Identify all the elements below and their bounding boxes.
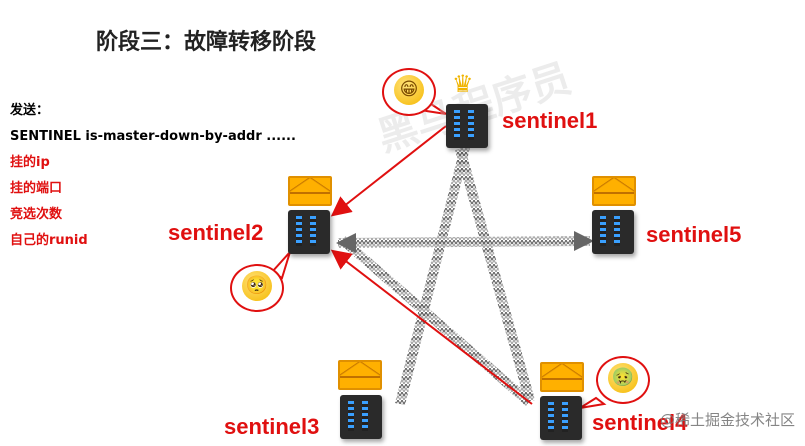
field-epoch: 竞选次数 [10, 207, 63, 222]
nauseated-face-icon: 🤢 [608, 363, 638, 393]
bubble-tail-s4 [579, 396, 607, 409]
server-icon-s3 [340, 395, 382, 439]
grinning-face-icon: 😁 [394, 75, 424, 105]
command-text: SENTINEL is-master-down-by-addr ...... [10, 129, 296, 144]
server-icon-s1 [446, 104, 488, 148]
sentinel2-label: sentinel2 [168, 220, 264, 245]
envelope-icon [540, 362, 584, 392]
sentinel5-label: sentinel5 [646, 222, 742, 247]
link-s1-s3 [395, 148, 470, 405]
link-s2-s4 [340, 236, 532, 406]
server-icon-s5 [592, 210, 634, 254]
pleading-face-icon: 🥺 [242, 271, 272, 301]
sentinel1-label: sentinel1 [502, 108, 598, 133]
server-icon-s4 [540, 396, 582, 440]
page-title: 阶段三：故障转移阶段 [96, 30, 317, 55]
field-runid: 自己的runid [10, 233, 88, 248]
envelope-icon [592, 176, 636, 206]
arrow-s4-to-s2 [330, 249, 533, 405]
server-icon-s2 [288, 210, 330, 254]
field-ip: 挂的ip [10, 155, 50, 170]
corner-watermark: @稀土掘金技术社区 [659, 411, 795, 429]
field-port: 挂的端口 [10, 181, 63, 196]
sentinel4-label: sentinel4 [592, 410, 688, 435]
link-s2-s5 [338, 236, 590, 248]
crown-icon: ♛ [452, 70, 474, 98]
send-label: 发送： [10, 103, 50, 118]
envelope-icon [288, 176, 332, 206]
message-panel: 发送： SENTINEL is-master-down-by-addr ....… [10, 98, 296, 254]
envelope-icon [338, 360, 382, 390]
arrow-s1-to-s2 [330, 125, 447, 217]
sentinel3-label: sentinel3 [224, 414, 320, 439]
link-s1-s4 [455, 148, 535, 402]
